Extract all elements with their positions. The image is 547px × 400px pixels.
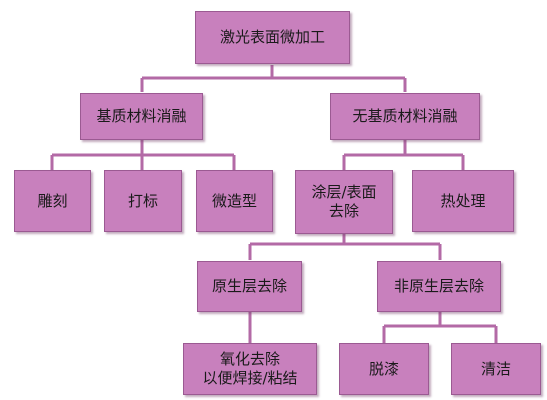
connector-root [140,65,407,92]
node-coating-removal-label: 涂层/表面 去除 [311,183,377,220]
node-heat-treatment-label: 热处理 [440,191,486,210]
node-root-label: 激光表面微加工 [219,28,325,46]
node-non-substrate-ablation-label: 无基质材料消融 [352,107,458,125]
node-engraving: 雕刻 [14,170,91,232]
node-oxide-removal: 氧化去除 以便焊接/粘结 [183,343,317,395]
node-substrate-ablation: 基质材料消融 [80,93,203,140]
node-paint-stripping-label: 脱漆 [368,359,399,378]
connector-substrate [50,140,236,170]
node-marking: 打标 [104,170,182,232]
node-cleaning: 清洁 [451,343,541,395]
node-micro-forming: 微造型 [196,170,273,232]
node-non-native-layer-removal-label: 非原生层去除 [393,277,484,295]
node-non-substrate-ablation: 无基质材料消融 [330,93,480,140]
node-heat-treatment: 热处理 [412,170,514,232]
node-marking-label: 打标 [127,191,158,210]
node-root: 激光表面微加工 [195,11,350,64]
node-paint-stripping: 脱漆 [339,343,429,395]
connector-coating [248,234,442,260]
node-engraving-label: 雕刻 [37,191,68,210]
node-oxide-removal-label: 氧化去除 以便焊接/粘结 [202,350,298,387]
node-micro-forming-label: 微造型 [211,191,257,210]
node-native-layer-removal-label: 原生层去除 [211,277,287,295]
node-cleaning-label: 清洁 [480,359,511,378]
connector-non-native [382,312,498,343]
node-native-layer-removal: 原生层去除 [197,261,302,312]
connector-non-substrate [342,140,465,170]
node-coating-removal: 涂层/表面 去除 [295,170,393,234]
node-substrate-ablation-label: 基质材料消融 [96,107,187,125]
node-non-native-layer-removal: 非原生层去除 [377,261,501,312]
